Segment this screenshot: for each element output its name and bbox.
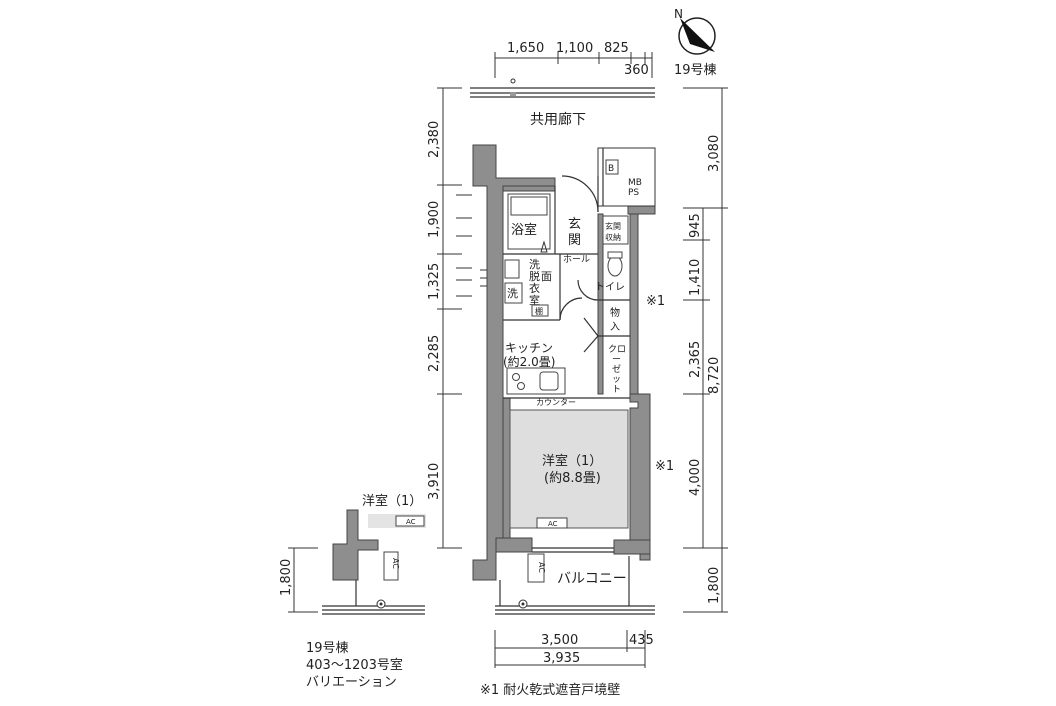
left-dim-4: 2,285 xyxy=(427,335,442,372)
balcony: AC バルコニー xyxy=(495,547,655,615)
corridor-label: 共用廊下 xyxy=(530,111,586,128)
top-dim-3: 825 xyxy=(604,41,629,56)
closet-label-5: ト xyxy=(612,385,621,395)
variation-dim: 1,800 xyxy=(279,559,294,596)
bottom-dim-a: 3,500 xyxy=(541,633,578,648)
kitchen: キッチン (約2.0畳) カウンター xyxy=(503,341,576,407)
left-dimension: 2,380 1,900 1,325 2,285 3,910 xyxy=(427,87,462,549)
footnote: ※1 耐火乾式遮音戸境壁 xyxy=(480,682,620,698)
closet: クロ ー ゼ ッ ト xyxy=(608,344,626,395)
right-dim-b: 1,410 xyxy=(688,259,703,296)
entrance: 玄 関 玄関 収納 xyxy=(568,215,629,248)
bathroom: 浴室 xyxy=(507,193,551,253)
right-dim-upper: 3,080 xyxy=(707,135,722,172)
right-dim-d: 4,000 xyxy=(688,459,703,496)
left-dim-3: 1,325 xyxy=(427,263,442,300)
toilet-label: トイレ xyxy=(595,282,625,293)
bottom-dimension: 3,500 435 3,935 xyxy=(494,630,654,668)
kitchen-label: キッチン xyxy=(505,341,553,355)
left-dim-1: 2,380 xyxy=(427,121,442,158)
top-dim-4: 360 xyxy=(624,63,649,78)
left-dim-2: 1,900 xyxy=(427,201,442,238)
closet-label-4: ッ xyxy=(612,375,621,385)
ps-label: PS xyxy=(628,188,639,198)
western-label: 洋室（1） xyxy=(542,453,602,469)
mb-ps: B MB PS xyxy=(605,159,642,198)
variation-detail: 洋室（1） AC AC 1,800 19号棟 403〜1203号室 バリエーショ… xyxy=(279,493,426,690)
hall-label: ホール xyxy=(563,254,590,265)
right-dim-a: 945 xyxy=(688,213,703,238)
closet-label-1: クロ xyxy=(608,344,626,355)
washroom: 洗 洗 面 脱 衣 室 棚 xyxy=(504,258,583,321)
variation-ac-vertical: AC xyxy=(391,558,400,569)
western-room: 洋室（1） (約8.8畳) AC xyxy=(509,409,629,529)
bath-label: 浴室 xyxy=(511,222,537,238)
right-dimension: 3,080 945 1,410 2,365 4,000 8,720 1,800 xyxy=(683,87,728,613)
closet-label-2: ー xyxy=(612,355,621,365)
left-dim-5: 3,910 xyxy=(427,463,442,500)
wash-label-3: 脱 xyxy=(529,269,540,283)
entrance-label-2: 関 xyxy=(568,233,581,248)
storage: 物 入 xyxy=(610,306,620,333)
top-dimension: 1,650 1,100 825 360 xyxy=(494,41,653,78)
right-dim-c: 2,365 xyxy=(688,341,703,378)
b-mark: B xyxy=(608,164,614,174)
note-mark-2: ※1 xyxy=(655,459,674,474)
variation-caption-1: 19号棟 xyxy=(306,641,349,656)
north-compass: N xyxy=(674,7,716,55)
shoe-storage-1: 玄関 xyxy=(605,221,621,231)
bottom-dim-total: 3,935 xyxy=(543,651,580,666)
wash-label-2: 面 xyxy=(541,270,552,283)
corridor-rail xyxy=(470,78,655,98)
storage-label-1: 物 xyxy=(610,306,620,319)
note-mark-1: ※1 xyxy=(646,294,665,309)
mb-label: MB xyxy=(628,178,642,188)
top-dim-1: 1,650 xyxy=(507,41,544,56)
storage-label-2: 入 xyxy=(610,322,620,333)
north-label: N xyxy=(674,7,683,21)
outer-walls xyxy=(472,144,656,581)
top-dim-2: 1,100 xyxy=(556,41,593,56)
inner-walls xyxy=(502,147,656,399)
shoe-storage-2: 収納 xyxy=(605,232,621,242)
right-dim-total: 8,720 xyxy=(707,357,722,394)
wash-label-5: 室 xyxy=(529,293,540,307)
variation-caption-3: バリエーション xyxy=(306,675,397,690)
building-label: 19号棟 xyxy=(674,63,717,78)
variation-room-label: 洋室（1） xyxy=(362,493,422,509)
bottom-dim-b: 435 xyxy=(629,633,654,648)
western-ac: AC xyxy=(548,520,558,528)
kitchen-size: (約2.0畳) xyxy=(503,354,555,369)
counter-label: カウンター xyxy=(536,398,576,407)
variation-ac: AC xyxy=(406,518,416,526)
western-size: (約8.8畳) xyxy=(544,471,601,486)
right-dim-bottom: 1,800 xyxy=(707,567,722,604)
toilet: トイレ xyxy=(577,251,625,301)
balcony-label: バルコニー xyxy=(557,571,627,587)
wash-label-1: 洗 xyxy=(529,258,540,271)
variation-caption-2: 403〜1203号室 xyxy=(306,657,403,673)
washer-label: 洗 xyxy=(507,287,518,300)
entrance-label-1: 玄 xyxy=(568,217,581,232)
shelf-label: 棚 xyxy=(535,306,543,316)
closet-label-3: ゼ xyxy=(612,363,621,375)
wash-label-4: 衣 xyxy=(529,281,540,295)
balcony-ac: AC xyxy=(537,562,546,573)
